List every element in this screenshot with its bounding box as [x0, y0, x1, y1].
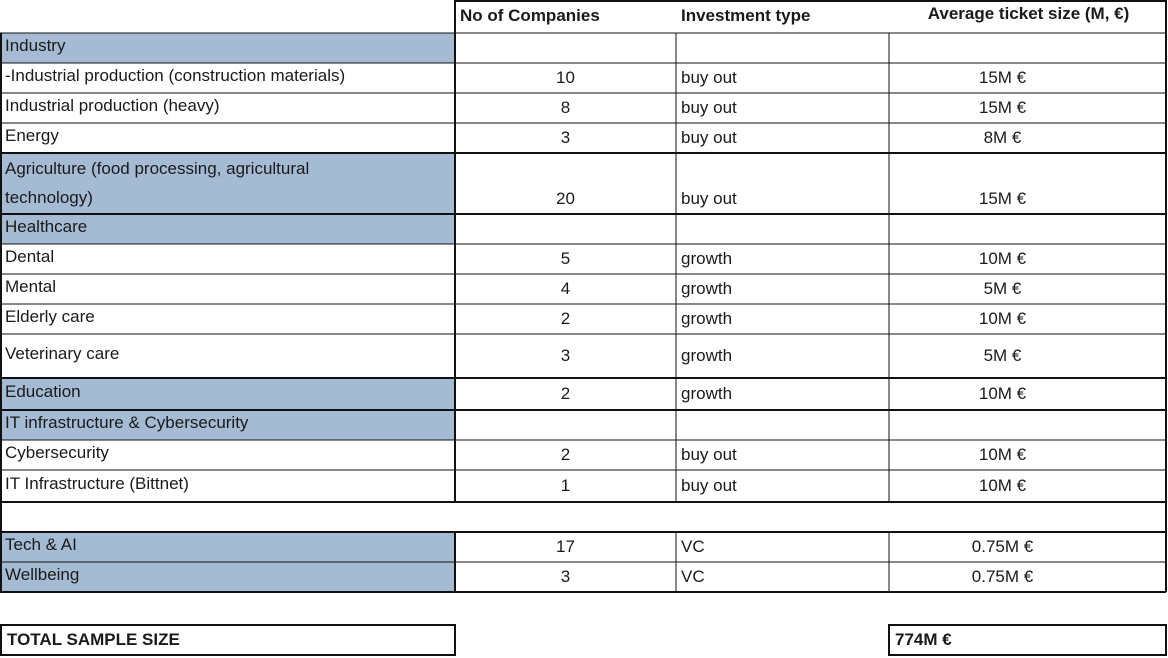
row-label: Healthcare [5, 217, 88, 236]
row-label: Industrial production (heavy) [5, 96, 220, 115]
no-of-companies-value: 10 [556, 68, 575, 87]
header-average-ticket-size: Average ticket size (M, €) [927, 4, 1130, 23]
investment-type-value [676, 33, 889, 63]
ticket-size-value: 15M € [978, 68, 1027, 87]
investment-type-value [676, 502, 889, 532]
row-label: Agriculture (food processing, agricultur… [0, 153, 455, 214]
no-of-companies-value: 3 [560, 128, 571, 147]
no-of-companies-value [455, 502, 676, 532]
no-of-companies-value: 20 [556, 189, 575, 208]
ticket-size-value: 10M € [978, 445, 1027, 464]
no-of-companies-value: 1 [560, 476, 571, 495]
investment-type-value: buy out [681, 445, 737, 464]
row-label: Cybersecurity [5, 443, 109, 462]
total-sample-size-label: TOTAL SAMPLE SIZE [0, 624, 456, 656]
category-highlight [0, 532, 455, 562]
investment-type-value: growth [681, 249, 733, 268]
row-label-line: technology) [5, 188, 93, 207]
investment-type-value: growth [681, 346, 733, 365]
ticket-size-value [889, 502, 1116, 532]
no-of-companies-value [455, 33, 676, 63]
no-of-companies-value: 5 [560, 249, 571, 268]
investment-type-value: buy out [681, 476, 737, 495]
no-of-companies-value: 8 [560, 98, 571, 117]
ticket-size-value: 15M € [978, 189, 1027, 208]
investment-type-value: buy out [681, 189, 737, 208]
row-label: Wellbeing [5, 565, 80, 584]
blank-row [0, 502, 455, 532]
no-of-companies-value: 2 [560, 384, 571, 403]
investment-type-value: buy out [681, 68, 737, 87]
investment-type-value: buy out [681, 128, 737, 147]
row-label: Industry [5, 36, 66, 55]
no-of-companies-value [455, 214, 676, 244]
ticket-size-value: 0.75M € [971, 537, 1034, 556]
investment-type-value: growth [681, 309, 733, 328]
ticket-size-value [889, 410, 1116, 440]
row-label-line: Agriculture (food processing, agricultur… [5, 159, 310, 178]
no-of-companies-value [455, 410, 676, 440]
investment-type-value: VC [681, 537, 705, 556]
ticket-size-value: 10M € [978, 384, 1027, 403]
no-of-companies-value: 3 [560, 567, 571, 586]
investment-type-value [676, 214, 889, 244]
investment-type-value: VC [681, 567, 705, 586]
no-of-companies-value: 2 [560, 445, 571, 464]
row-label: IT Infrastructure (Bittnet) [5, 474, 189, 493]
ticket-size-value: 10M € [978, 309, 1027, 328]
row-label: Energy [5, 126, 59, 145]
no-of-companies-value: 2 [560, 309, 571, 328]
no-of-companies-value: 3 [560, 346, 571, 365]
ticket-size-value: 0.75M € [971, 567, 1034, 586]
ticket-size-value: 10M € [978, 476, 1027, 495]
row-label: Tech & AI [5, 535, 77, 554]
total-sample-size-value: 774M € [888, 624, 1167, 656]
category-highlight [0, 153, 455, 214]
row-label: Education [5, 382, 81, 401]
header-no-of-companies: No of Companies [460, 6, 600, 25]
no-of-companies-value: 4 [560, 279, 571, 298]
category-highlight [0, 562, 455, 592]
row-label: -Industrial production (construction mat… [5, 66, 346, 85]
row-label: IT infrastructure & Cybersecurity [5, 413, 249, 432]
ticket-size-value: 15M € [978, 98, 1027, 117]
row-label: Veterinary care [5, 344, 120, 363]
row-label: Elderly care [5, 307, 95, 326]
investment-type-value: buy out [681, 98, 737, 117]
ticket-size-value: 10M € [978, 249, 1027, 268]
ticket-size-value: 8M € [983, 128, 1022, 147]
category-highlight [0, 214, 455, 244]
category-highlight [0, 378, 455, 410]
ticket-size-value [889, 33, 1116, 63]
ticket-size-value: 5M € [983, 346, 1022, 365]
ticket-size-value: 5M € [983, 279, 1022, 298]
ticket-size-value [889, 214, 1116, 244]
investment-type-value [676, 410, 889, 440]
category-highlight [0, 33, 455, 63]
row-label: Dental [5, 247, 55, 266]
header-investment-type: Investment type [681, 6, 811, 25]
investment-type-value: growth [681, 384, 733, 403]
row-label: Mental [5, 277, 57, 296]
investment-type-value: growth [681, 279, 733, 298]
no-of-companies-value: 17 [556, 537, 575, 556]
category-highlight [0, 410, 455, 440]
